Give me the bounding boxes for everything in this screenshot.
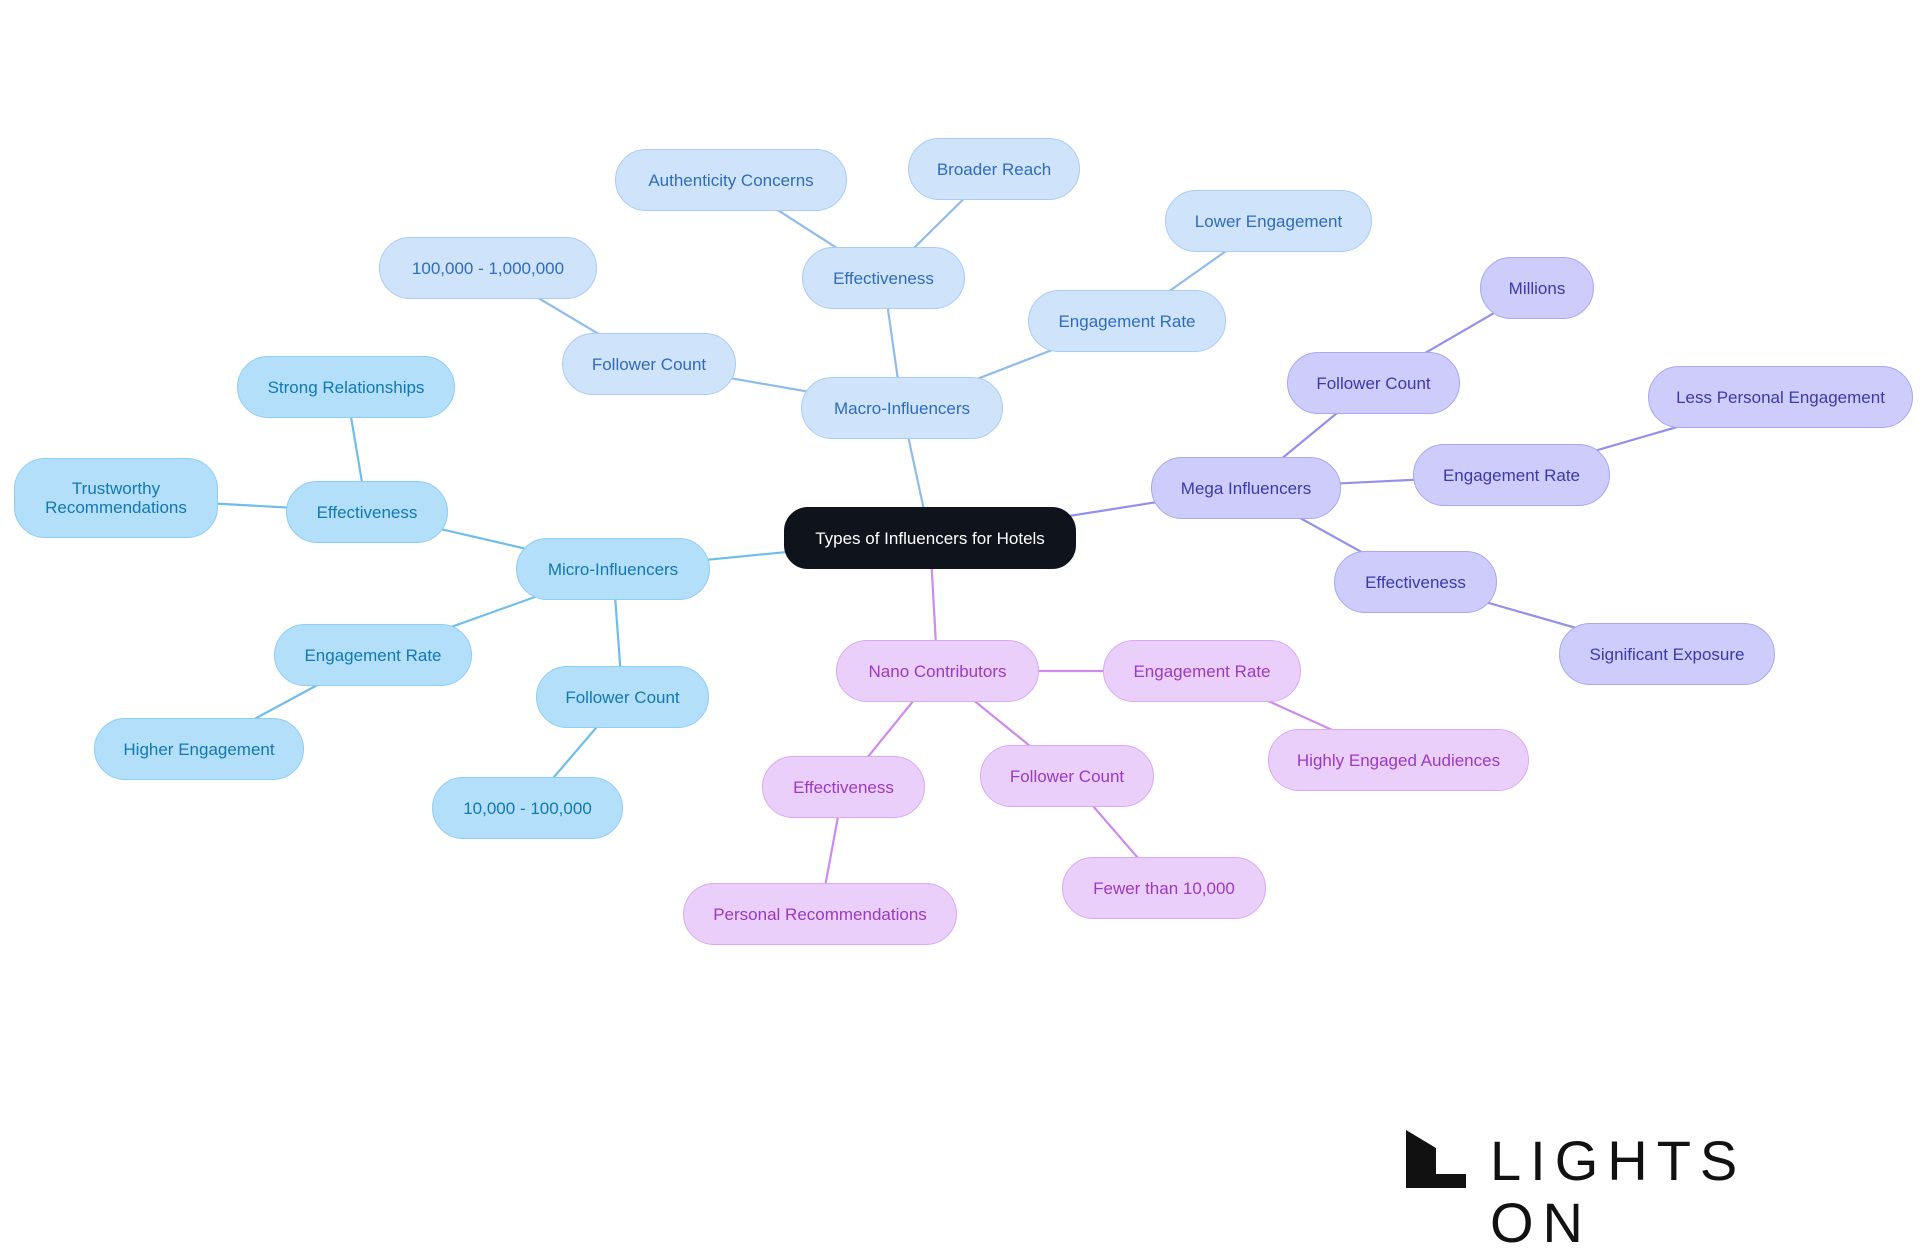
node-nano-eff: Effectiveness [762,756,925,818]
lights-on-logo-mark-icon [1406,1130,1466,1188]
lights-on-logo-text: LIGHTS ON [1490,1129,1747,1254]
node-mega-fc-millions: Millions [1480,257,1594,319]
node-nano-eng-aud: Highly Engaged Audiences [1268,729,1529,791]
node-micro-fc: Follower Count [536,666,709,728]
node-micro-eff-trust: Trustworthy Recommendations [14,458,218,538]
node-mega-eff-exp: Significant Exposure [1559,623,1775,685]
node-micro-eng-higher: Higher Engagement [94,718,304,780]
node-macro-eff: Effectiveness [802,247,965,309]
node-mega-eng-less: Less Personal Engagement [1648,366,1913,428]
node-macro-eff-auth: Authenticity Concerns [615,149,847,211]
node-micro: Micro-Influencers [516,538,710,600]
node-micro-fc-range: 10,000 - 100,000 [432,777,623,839]
node-nano-eng: Engagement Rate [1103,640,1301,702]
lights-on-logo: LIGHTS ON [1404,1128,1834,1254]
node-macro: Macro-Influencers [801,377,1003,439]
node-micro-eff: Effectiveness [286,481,448,543]
node-macro-eng-lower: Lower Engagement [1165,190,1372,252]
node-mega-eff: Effectiveness [1334,551,1497,613]
node-mega-fc: Follower Count [1287,352,1460,414]
node-macro-eff-reach: Broader Reach [908,138,1080,200]
node-root: Types of Influencers for Hotels [784,507,1076,569]
node-nano-fc-range: Fewer than 10,000 [1062,857,1266,919]
node-nano-fc: Follower Count [980,745,1154,807]
node-nano: Nano Contributors [836,640,1039,702]
node-micro-eff-strong: Strong Relationships [237,356,455,418]
node-macro-fc: Follower Count [562,333,736,395]
node-macro-fc-range: 100,000 - 1,000,000 [379,237,597,299]
node-nano-eff-personal: Personal Recommendations [683,883,957,945]
node-mega: Mega Influencers [1151,457,1341,519]
node-micro-eng: Engagement Rate [274,624,472,686]
node-mega-eng: Engagement Rate [1413,444,1610,506]
node-macro-eng: Engagement Rate [1028,290,1226,352]
